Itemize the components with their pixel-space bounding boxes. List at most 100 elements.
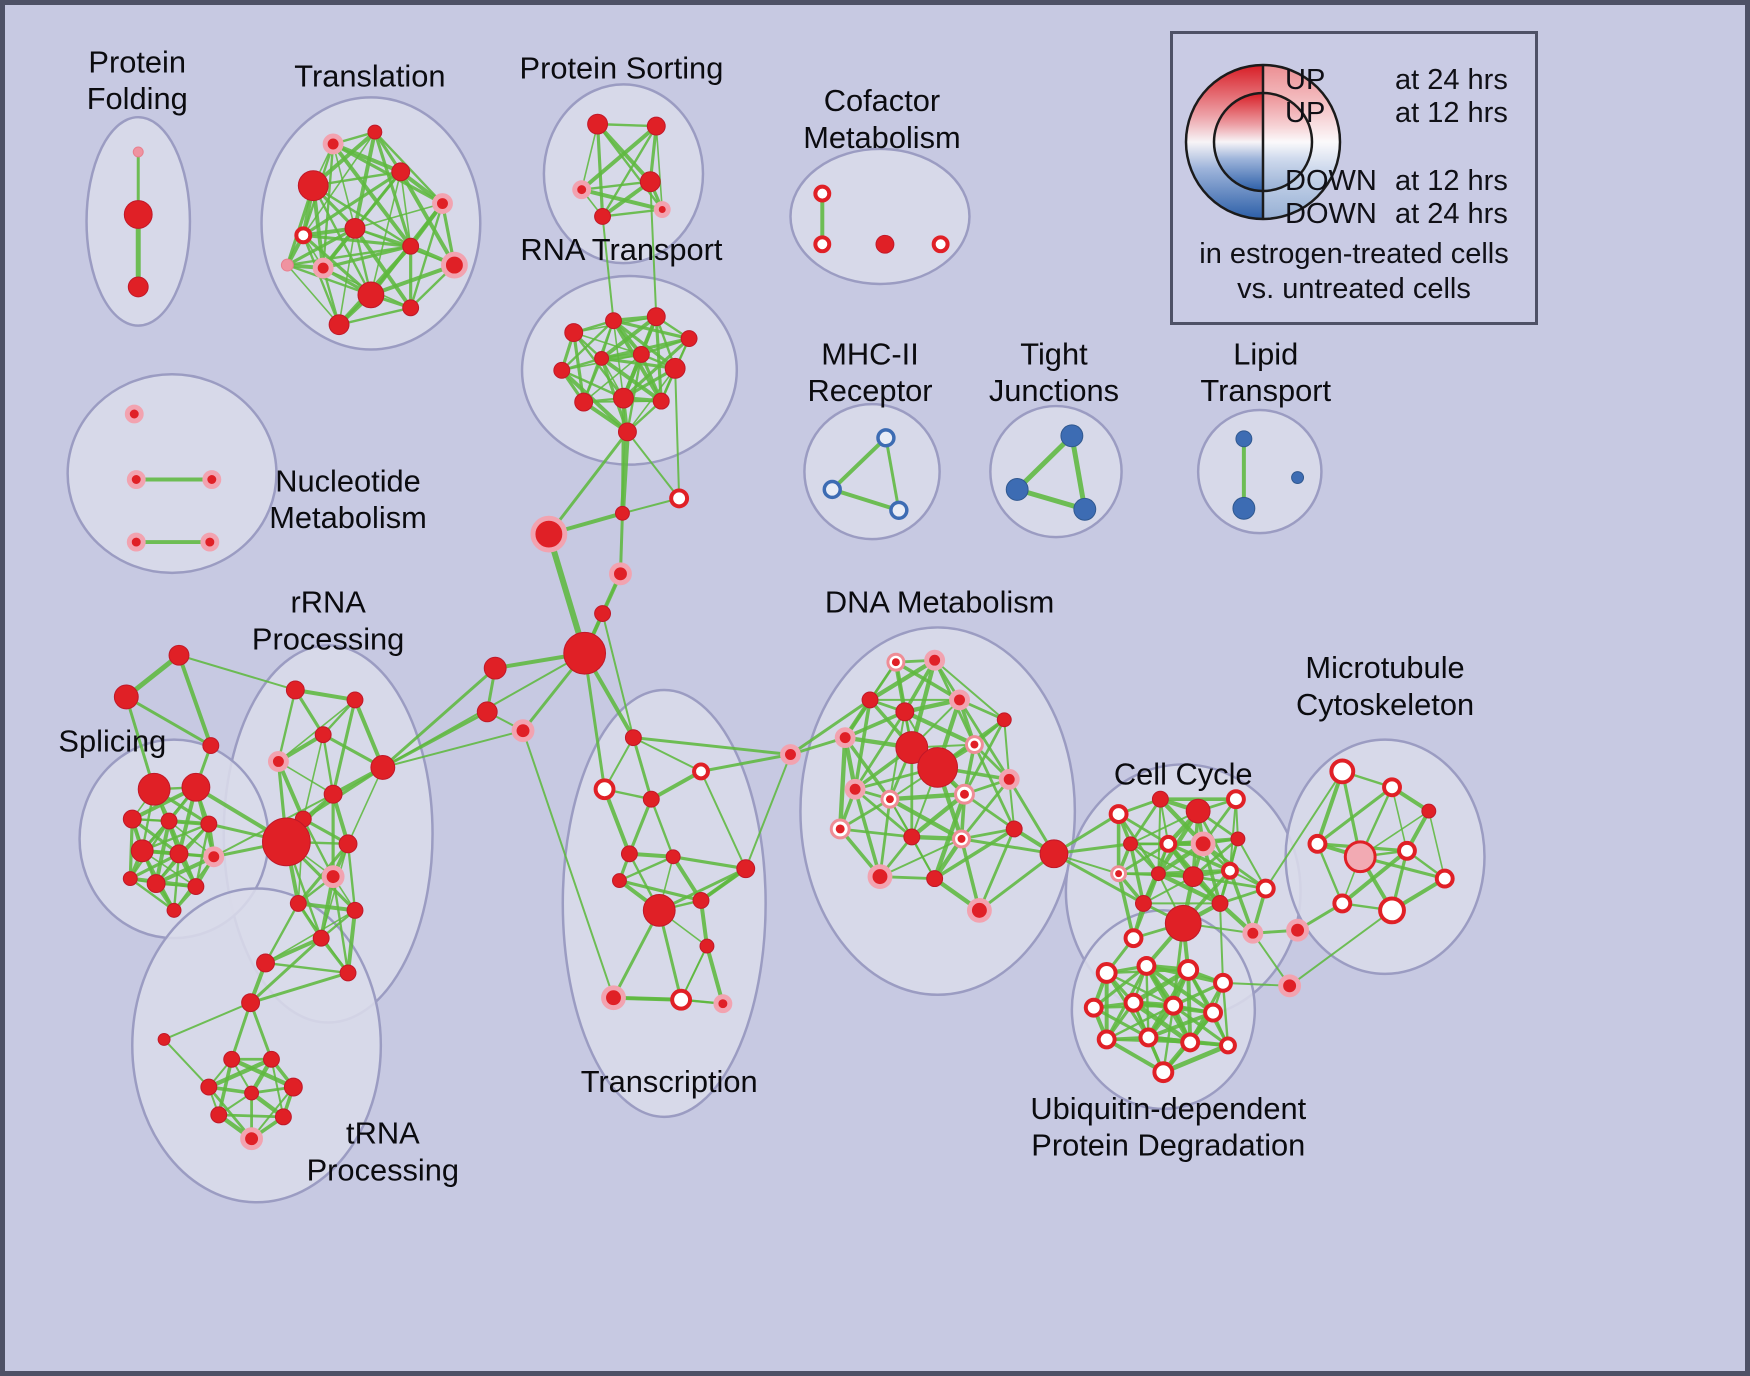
- network-edge: [843, 735, 892, 801]
- network-node: [632, 346, 650, 363]
- network-node: [202, 737, 220, 755]
- network-node: [594, 208, 612, 225]
- network-edge: [321, 733, 335, 796]
- network-node: [339, 964, 357, 982]
- network-node: [867, 864, 893, 890]
- network-edge: [626, 430, 681, 500]
- network-node: [200, 815, 218, 833]
- network-node: [321, 865, 345, 889]
- network-edge: [583, 651, 607, 791]
- network-node: [574, 392, 594, 412]
- cluster-cofactor-metabolism: [789, 147, 971, 286]
- network-node: [699, 938, 715, 954]
- network-node: [312, 929, 330, 947]
- network-edge: [1007, 777, 1056, 856]
- network-node: [322, 133, 344, 155]
- network-edge: [878, 837, 963, 878]
- network-edge: [1117, 842, 1170, 876]
- network-node: [126, 532, 146, 552]
- cluster-lipid-transport: [1196, 408, 1323, 535]
- network-edge: [619, 429, 630, 516]
- network-node: [593, 778, 616, 801]
- network-node: [314, 726, 332, 744]
- network-edge: [580, 123, 599, 191]
- network-edge: [639, 352, 663, 403]
- network-node: [680, 330, 698, 347]
- network-edge: [1129, 797, 1162, 846]
- network-edge: [788, 698, 872, 757]
- network-edge: [1391, 786, 1408, 852]
- network-edge: [1069, 433, 1088, 512]
- network-node: [1278, 974, 1302, 998]
- network-edge: [655, 125, 664, 211]
- network-node: [181, 772, 211, 802]
- network-edge: [853, 698, 872, 792]
- network-node: [563, 631, 607, 675]
- network-edge: [853, 787, 914, 839]
- legend-time-label: at 12 hrs: [1395, 165, 1508, 197]
- network-node: [346, 691, 364, 709]
- network-edge: [602, 787, 632, 856]
- network-node: [160, 812, 178, 830]
- network-node: [1073, 497, 1097, 521]
- legend-row-down-12: DOWN at 12 hrs: [1173, 165, 1535, 199]
- network-node: [113, 684, 139, 710]
- network-node: [1329, 758, 1356, 785]
- network-node: [370, 755, 396, 780]
- network-node: [834, 727, 856, 749]
- network-edge: [650, 797, 675, 858]
- network-node: [1221, 861, 1239, 880]
- network-node: [1123, 836, 1138, 852]
- network-edge: [1146, 1010, 1216, 1040]
- network-edge: [1129, 810, 1200, 845]
- network-node: [617, 422, 637, 442]
- network-node: [736, 859, 756, 879]
- cluster-microtubule-cytoskeleton: [1284, 738, 1486, 976]
- network-node: [612, 873, 627, 889]
- network-edge: [154, 854, 216, 886]
- network-edge: [830, 487, 901, 513]
- network-node: [1235, 430, 1253, 448]
- network-edge: [700, 770, 747, 870]
- network-edge: [1228, 868, 1255, 935]
- network-node: [813, 184, 832, 203]
- network-node: [1152, 1061, 1175, 1084]
- network-node: [829, 818, 851, 840]
- network-edge: [331, 141, 413, 249]
- network-edge: [1288, 909, 1394, 987]
- network-node: [1242, 922, 1264, 944]
- legend-row-down-24: DOWN at 24 hrs: [1173, 198, 1535, 232]
- network-edge: [963, 718, 1006, 796]
- network-node: [256, 953, 275, 973]
- network-edge: [332, 143, 356, 230]
- network-edge: [172, 852, 181, 912]
- network-node: [903, 828, 921, 846]
- network-edge: [1186, 967, 1193, 1045]
- network-node: [289, 894, 307, 912]
- network-edge: [522, 729, 615, 999]
- network-node: [210, 1106, 228, 1124]
- network-node: [1123, 928, 1144, 949]
- network-node: [861, 691, 879, 709]
- cluster-rna-transport: [520, 274, 739, 466]
- network-node: [483, 656, 507, 680]
- network-edge: [293, 688, 357, 702]
- cluster-label-splicing: Splicing: [58, 724, 166, 759]
- network-node: [1159, 834, 1178, 853]
- network-node: [642, 893, 676, 927]
- network-edge: [977, 852, 1056, 912]
- network-edge: [1315, 785, 1394, 846]
- network-edge: [301, 170, 403, 237]
- network-node: [889, 500, 909, 520]
- network-node: [285, 680, 305, 700]
- network-edge: [601, 612, 635, 739]
- network-node: [1138, 1027, 1159, 1048]
- network-node: [1213, 972, 1233, 993]
- network-node: [267, 751, 289, 772]
- network-node: [402, 237, 420, 255]
- network-node: [952, 829, 971, 849]
- network-edge: [867, 658, 937, 703]
